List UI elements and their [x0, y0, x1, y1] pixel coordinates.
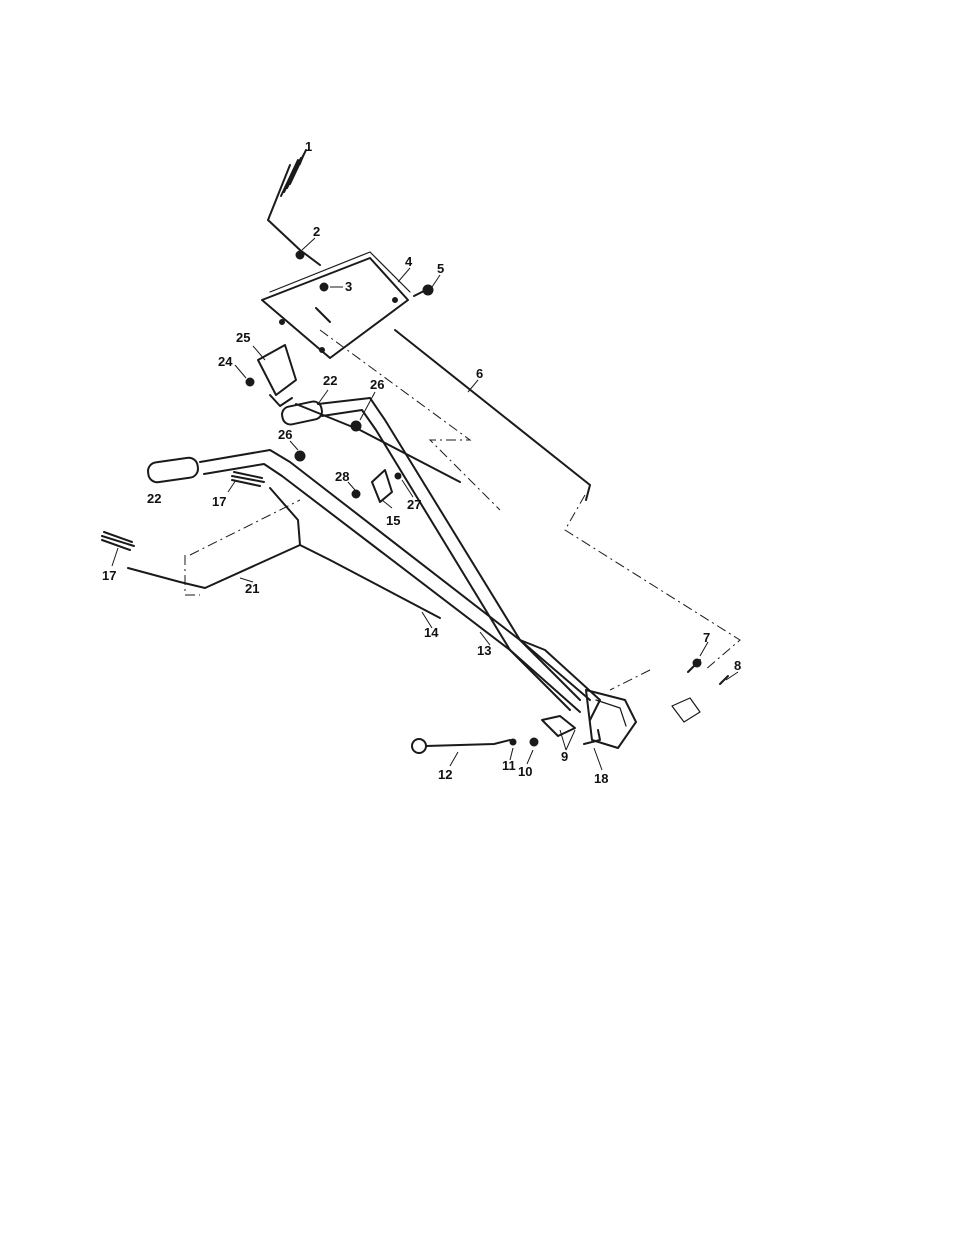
part-2-nut	[296, 251, 304, 259]
callout-11: 11	[502, 758, 516, 773]
callout-22-lower: 22	[147, 491, 161, 506]
transmission-mount	[672, 698, 700, 722]
callout-3: 3	[345, 279, 352, 294]
callout-4: 4	[405, 254, 413, 269]
part-26-nut-upper	[351, 421, 361, 431]
callout-26-upper: 26	[370, 377, 384, 392]
callout-15: 15	[386, 513, 400, 528]
callout-17-right: 17	[212, 494, 226, 509]
part-7-bolt	[688, 659, 701, 672]
callout-18: 18	[594, 771, 608, 786]
part-11-washer	[510, 739, 516, 745]
part-25-lever-bracket	[258, 345, 296, 406]
part-27-washer	[395, 473, 401, 479]
callout-1: 1	[305, 139, 312, 154]
part-26-nut-lower	[295, 451, 305, 461]
callout-9: 9	[561, 749, 568, 764]
part-3-screw	[316, 283, 330, 322]
callout-6: 6	[476, 366, 483, 381]
callout-27: 27	[407, 497, 421, 512]
callout-26-lower: 26	[278, 427, 292, 442]
callout-7: 7	[703, 630, 710, 645]
part-10-nut	[530, 738, 538, 746]
part-6-control-rod	[395, 330, 590, 500]
callout-22-upper: 22	[323, 373, 337, 388]
callout-13: 13	[477, 643, 491, 658]
part-17-spring-right	[232, 472, 264, 486]
part-15-bracket	[372, 470, 392, 502]
part-28-nut	[352, 490, 360, 498]
callout-14: 14	[424, 625, 439, 640]
part-1-spring-rod	[268, 150, 320, 265]
callout-12: 12	[438, 767, 452, 782]
part-24-nut	[246, 378, 254, 386]
callout-10: 10	[518, 764, 532, 779]
handle-base-bracket	[586, 690, 636, 748]
callout-8: 8	[734, 658, 741, 673]
callout-21: 21	[245, 581, 259, 596]
callout-5: 5	[437, 261, 444, 276]
callout-2: 2	[313, 224, 320, 239]
callout-17-left: 17	[102, 568, 116, 583]
part-9-clamp	[542, 716, 575, 736]
upper-handle-bar	[281, 398, 580, 710]
callout-24: 24	[218, 354, 233, 369]
part-5-bolt	[414, 285, 433, 296]
part-12-shift-lever	[412, 739, 510, 753]
part-17-spring-left	[102, 532, 134, 550]
callout-28: 28	[335, 469, 349, 484]
callout-25: 25	[236, 330, 250, 345]
